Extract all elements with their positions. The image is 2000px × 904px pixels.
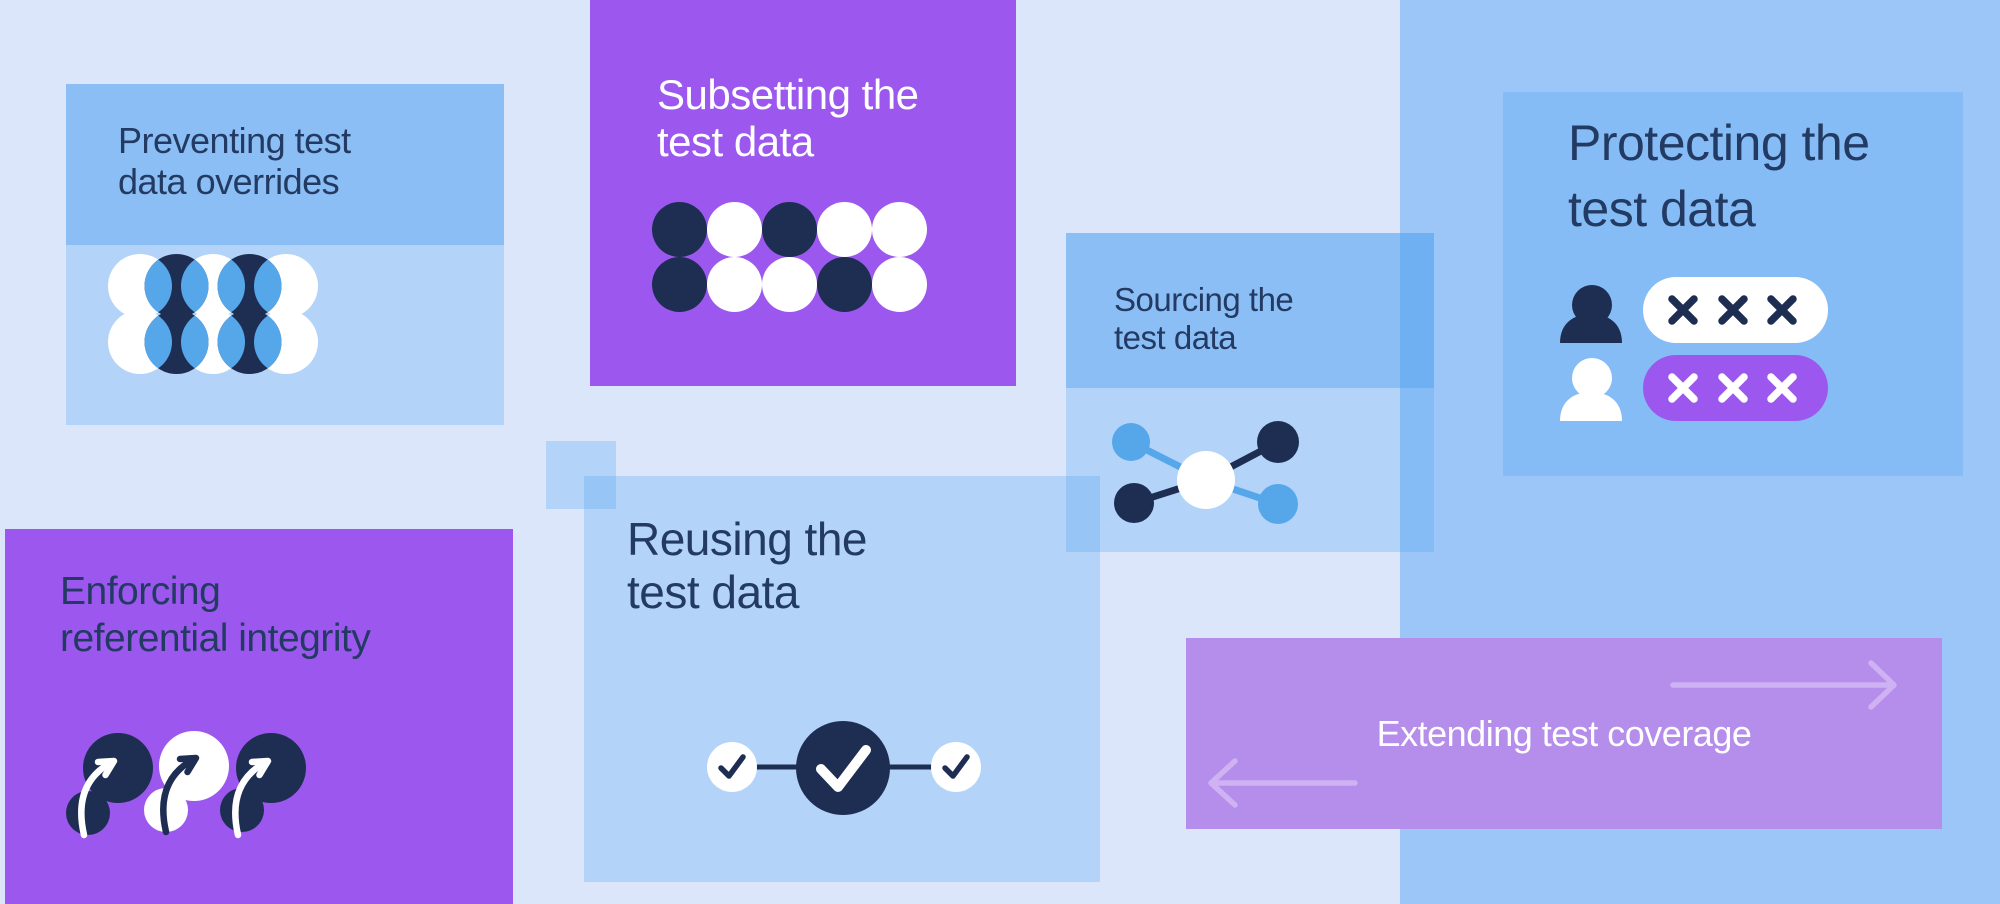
card-body xyxy=(1066,388,1434,552)
card-body xyxy=(66,245,504,425)
password-pill xyxy=(1643,277,1828,343)
card-reusing-the-test-data: Reusing the test data xyxy=(584,476,1100,882)
masked-passwords-icon xyxy=(1560,277,1828,421)
card-title: Sourcing the test data xyxy=(1066,233,1434,357)
card-title: Protecting the test data xyxy=(1503,92,1963,242)
card-title: Reusing the test data xyxy=(584,476,1100,619)
card-title-line1: Preventing test xyxy=(118,120,351,161)
extending-arrows xyxy=(1208,660,1897,808)
card-header: Sourcing the test data xyxy=(1066,233,1434,388)
circle-pair-arrows-icon xyxy=(66,731,306,839)
user-icon xyxy=(1560,285,1622,343)
card-title: Extending test coverage xyxy=(1376,712,1752,754)
right-arrow-icon xyxy=(1670,660,1897,710)
card-title: Preventing test data overrides xyxy=(66,84,504,202)
card-subsetting-the-test-data: Subsetting the test data xyxy=(590,0,1016,386)
card-title-line2: referential integrity xyxy=(60,617,371,660)
card-title-line1: Subsetting the xyxy=(657,71,919,118)
card-header: Preventing test data overrides xyxy=(66,84,504,245)
network-nodes-icon xyxy=(1112,421,1299,524)
card-title: Subsetting the test data xyxy=(590,0,1016,165)
check-icon xyxy=(718,754,746,779)
card-title-line1: Reusing the xyxy=(627,513,868,565)
card-title-line2: data overrides xyxy=(118,161,340,202)
card-title-line1: Sourcing the xyxy=(1114,281,1294,318)
card-title-line2: test data xyxy=(1568,181,1756,237)
card-protecting-the-test-data: Protecting the test data xyxy=(1503,92,1963,476)
card-enforcing-referential-integrity: Enforcing referential integrity xyxy=(5,529,513,904)
card-extending-test-coverage: Extending test coverage xyxy=(1186,638,1942,829)
card-title: Enforcing referential integrity xyxy=(5,529,513,662)
user-icon xyxy=(1560,358,1622,421)
dot-matrix-icon xyxy=(652,202,927,312)
card-preventing-test-data-overrides: Preventing test data overrides xyxy=(66,84,504,425)
overlapping-circles-icon xyxy=(108,254,318,374)
card-title-line1: Protecting the xyxy=(1568,115,1870,171)
card-title-line2: test data xyxy=(657,118,814,165)
card-title-line1: Enforcing xyxy=(60,570,221,613)
decor-square xyxy=(546,441,616,509)
check-icon xyxy=(816,745,871,792)
check-icon xyxy=(942,754,970,779)
card-title-line2: test data xyxy=(627,566,799,618)
password-pill xyxy=(1643,355,1828,421)
card-sourcing-the-test-data: Sourcing the test data xyxy=(1066,233,1434,552)
card-title-line2: test data xyxy=(1114,319,1237,356)
left-arrow-icon xyxy=(1208,758,1358,808)
checkpoint-flow-icon xyxy=(707,721,981,815)
